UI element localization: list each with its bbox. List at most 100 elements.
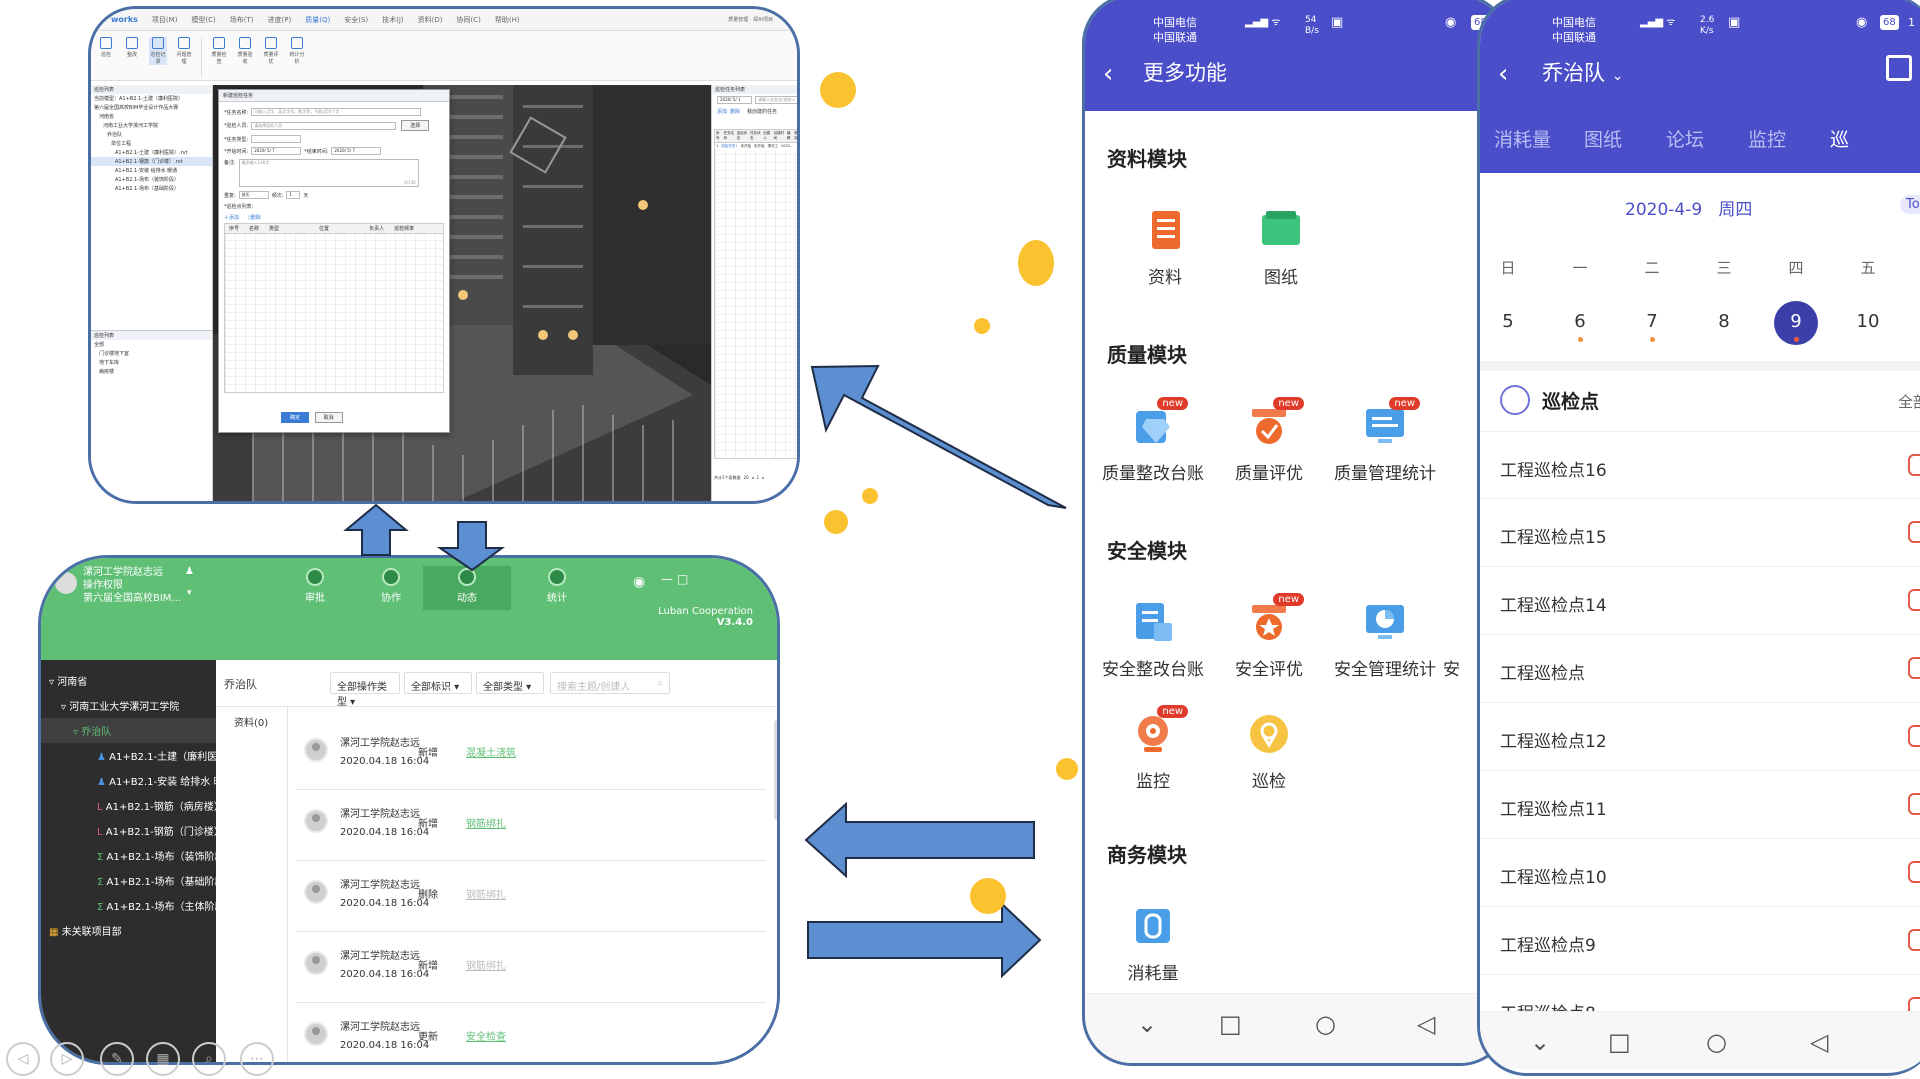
ribbon-patrol-button[interactable]: 巡检 [97, 37, 115, 58]
more-options-icon[interactable]: ⋯ [240, 1042, 274, 1076]
menu-item-help[interactable]: 帮助(H) [494, 15, 520, 24]
minimize-icon[interactable]: — [661, 572, 673, 586]
module-safety-stats[interactable]: 安全管理统计 [1327, 601, 1443, 680]
filter-operation-type[interactable]: 全部操作类型 ▾ [330, 672, 400, 708]
list-item[interactable]: 工程巡检点9 [1480, 907, 1920, 975]
module-consumption[interactable]: 消耗量 [1095, 905, 1211, 984]
calendar-day[interactable]: 5 [1502, 311, 1514, 332]
ribbon-accept-button[interactable]: 质量验收 [236, 37, 254, 65]
menu-item-collab[interactable]: 协同(C) [456, 15, 481, 24]
list-item[interactable]: 工程巡检点15 [1480, 499, 1920, 567]
menu-item-project[interactable]: 项目(M) [151, 15, 178, 24]
ribbon-issue-button[interactable]: 问题管理 [175, 37, 193, 65]
task-search-input[interactable]: 请输入任务名/巡检人 [755, 96, 797, 104]
tree-node-unlinked[interactable]: ▦ 未关联项目部 [49, 927, 122, 938]
nav-tab-activity[interactable]: 动态 [423, 566, 511, 610]
feed-target-link[interactable]: 钢筋绑扎 [466, 961, 506, 972]
page-prev[interactable]: ◂ [751, 475, 754, 480]
delete-point-button[interactable]: ▯删除 [248, 215, 261, 221]
tree-node-province[interactable]: ▿ 河南省 [49, 677, 88, 688]
back-triangle-icon[interactable]: ◁ [1417, 1010, 1436, 1038]
tab-monitor[interactable]: 监控 [1748, 129, 1787, 151]
ribbon-stats-button[interactable]: 统计分析 [288, 37, 306, 65]
page-next[interactable]: ▸ [762, 475, 765, 480]
task-name-input[interactable]: 可输入汉字、英文字母、数字等，不超过50个字 [251, 108, 422, 116]
module-drawings[interactable]: 图纸 [1223, 209, 1339, 288]
tree-node-model[interactable]: Σ A1+B2.1-场布（装饰阶段） [97, 852, 235, 863]
chevron-down-icon[interactable]: ⌄ [1137, 1010, 1158, 1038]
tree-node[interactable]: 第六届全国高校BIM毕业设计作品大赛 [94, 105, 179, 111]
calendar-day-selected[interactable]: 9 [1790, 311, 1802, 332]
start-time-picker[interactable]: 2020/ 5/ 7 [251, 147, 302, 155]
list-item[interactable]: 病房楼 [99, 369, 115, 375]
add-point-button[interactable]: ＋添加 [224, 215, 240, 221]
list-item[interactable]: 工程巡检点11 [1480, 771, 1920, 839]
feed-target-link[interactable]: 混凝土浇筑 [466, 748, 516, 759]
tree-node[interactable]: A1+B2.1-土建（廉利医院）.rvt [115, 150, 188, 156]
list-item[interactable]: 全部 [94, 342, 105, 348]
category-docs[interactable]: 资料(0) [234, 718, 269, 729]
tree-node[interactable]: A1+B2.1-场布（装饰阶段） [115, 177, 179, 183]
user-icon[interactable]: ♟ [185, 566, 194, 577]
filter-tag[interactable]: 全部标识 ▾ [404, 672, 472, 694]
list-item[interactable]: 工程巡检点 [1480, 635, 1920, 703]
menu-item-docs[interactable]: 资料(D) [417, 15, 443, 24]
today-button[interactable]: To [1900, 195, 1920, 214]
home-icon[interactable]: ○ [1315, 1010, 1336, 1038]
tree-node[interactable]: A1+B2.1-安装 给排水 暖通 [115, 168, 178, 174]
avatar[interactable] [55, 572, 77, 594]
tab-patrol[interactable]: 巡 [1830, 129, 1850, 151]
module-docs[interactable]: 资料 [1107, 209, 1223, 288]
scrollbar[interactable] [774, 720, 777, 820]
tab-consumption[interactable]: 消耗量 [1494, 129, 1552, 151]
team-title[interactable]: 乔治队 ⌄ [1542, 61, 1624, 85]
search-input[interactable]: 搜索主题/创建人⌕ [550, 672, 670, 694]
tree-node-model[interactable]: Σ A1+B2.1-场布（基础阶段） [97, 877, 235, 888]
back-icon[interactable]: ‹ [1498, 59, 1509, 89]
next-slide-icon[interactable]: ▷ [50, 1042, 84, 1076]
maximize-icon[interactable]: □ [677, 572, 689, 586]
cancel-button[interactable]: 取消 [314, 412, 343, 423]
feed-target-link[interactable]: 钢筋绑扎 [466, 819, 506, 830]
nav-tab-collab[interactable]: 协作 [347, 566, 435, 610]
back-triangle-icon[interactable]: ◁ [1810, 1028, 1829, 1056]
chevron-down-icon[interactable]: ⌄ [1530, 1028, 1551, 1056]
select-person-button[interactable]: 选择 [401, 120, 430, 131]
page-number[interactable]: 1 [756, 475, 760, 480]
tree-node[interactable]: 单位工程 [111, 141, 132, 147]
tree-node-model[interactable]: ♟ A1+B2.1-安装 给排水 暖通 [97, 777, 234, 788]
delete-task-button[interactable]: 删除 [730, 109, 741, 115]
tree-node-team[interactable]: ▿ 乔治队 [41, 718, 216, 743]
calendar-date[interactable]: 2020-4-9 周四 [1625, 200, 1753, 220]
filter-type[interactable]: 全部类型 ▾ [476, 672, 544, 694]
task-date-picker[interactable]: 2020/ 5/ 1 [717, 96, 753, 104]
calendar-day[interactable]: 10 [1856, 311, 1880, 332]
menu-item-tech[interactable]: 技术(J) [382, 15, 404, 24]
user-block[interactable]: 漯河工学院赵志远 操作权限 第六届全国高校BIM... [83, 566, 181, 605]
menu-item-quality[interactable]: 质量(Q) [305, 15, 331, 24]
list-item[interactable]: 工程巡检点12 [1480, 703, 1920, 771]
fullscreen-icon[interactable] [1886, 55, 1912, 81]
slides-grid-icon[interactable]: ▦ [146, 1042, 180, 1076]
list-item[interactable]: 地下车库 [99, 360, 120, 366]
page-size-select[interactable]: 20 [743, 475, 749, 480]
nav-tab-stats[interactable]: 统计 [513, 566, 601, 610]
module-safety-more[interactable]: 安 [1443, 660, 1460, 680]
tree-node[interactable]: 河南工业大学漯河工学院 [103, 123, 159, 129]
filter-all-button[interactable]: 全部 [1898, 393, 1920, 411]
task-type-select[interactable] [251, 135, 302, 143]
recent-apps-icon[interactable]: □ [1608, 1028, 1631, 1056]
calendar-day[interactable]: 7 [1646, 311, 1658, 332]
tree-node-model[interactable]: Σ A1+B2.1-场布（主体阶段） [97, 902, 235, 913]
ribbon-check-button[interactable]: 质量检查 [210, 37, 228, 65]
tree-node-school[interactable]: ▿ 河南工业大学漯河工学院 [61, 702, 180, 713]
